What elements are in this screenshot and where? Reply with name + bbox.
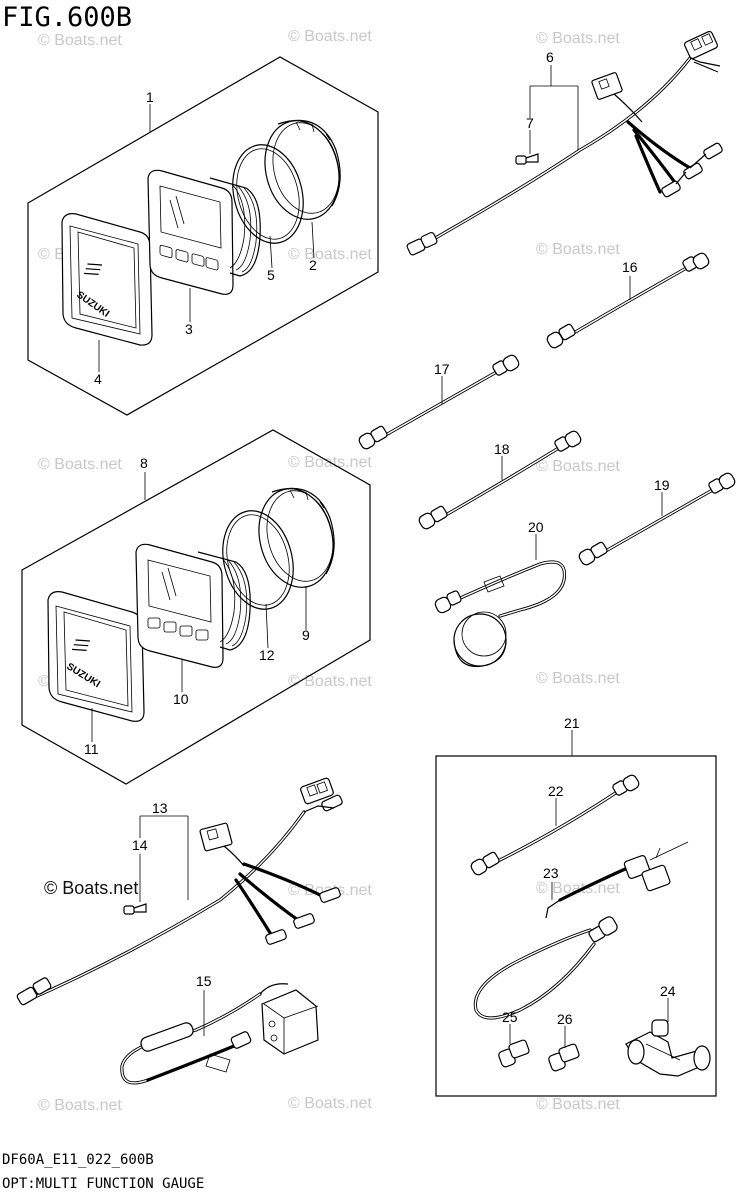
gauge-3 bbox=[147, 169, 261, 295]
callout-26: 26 bbox=[557, 1011, 573, 1027]
callout-2: 2 bbox=[309, 257, 317, 273]
watermark: © Boats.net bbox=[288, 673, 372, 690]
callout-13: 13 bbox=[152, 800, 168, 816]
watermark: © Boats.net bbox=[38, 1097, 122, 1114]
t-connector-24 bbox=[625, 1019, 711, 1077]
wiring-harness-6 bbox=[406, 30, 723, 256]
callout-7: 7 bbox=[526, 115, 534, 131]
callout-8: 8 bbox=[140, 455, 148, 471]
callout-14: 14 bbox=[132, 837, 148, 853]
extension-cable-22 bbox=[470, 774, 640, 876]
extension-cable-18 bbox=[418, 430, 582, 530]
o-ring-5 bbox=[232, 144, 304, 244]
lock-nut-9 bbox=[258, 487, 335, 588]
watermark: © Boats.net bbox=[536, 241, 620, 258]
watermark: © Boats.net bbox=[536, 30, 620, 47]
figure-title: FIG.600B bbox=[2, 2, 133, 33]
callout-19: 19 bbox=[654, 477, 670, 493]
callout-3: 3 bbox=[185, 321, 193, 337]
gauge-10 bbox=[135, 543, 251, 668]
watermark: © Boats.net bbox=[288, 246, 372, 263]
callout-10: 10 bbox=[173, 691, 189, 707]
sensor-puck-20 bbox=[434, 560, 567, 668]
watermark: © Boats.net bbox=[38, 32, 122, 49]
watermark: © Boats.net bbox=[38, 456, 122, 473]
callout-numbers: 1 2 3 4 5 6 7 8 9 10 11 12 13 14 15 16 1… bbox=[84, 49, 676, 1027]
extension-cable-17 bbox=[358, 354, 520, 450]
callout-1: 1 bbox=[146, 89, 154, 105]
callout-22: 22 bbox=[548, 783, 564, 799]
callout-6: 6 bbox=[546, 49, 554, 65]
watermark: © Boats.net bbox=[288, 1095, 372, 1112]
callout-21: 21 bbox=[564, 715, 580, 731]
callout-25: 25 bbox=[502, 1009, 518, 1025]
figure-caption: OPT:MULTI FUNCTION GAUGE bbox=[2, 1176, 205, 1192]
callout-18: 18 bbox=[494, 441, 510, 457]
extension-cable-19 bbox=[578, 472, 736, 566]
callout-9: 9 bbox=[302, 627, 310, 643]
screw-14 bbox=[123, 903, 147, 915]
bezel-cover-11: SUZUKI bbox=[47, 591, 145, 722]
callout-17: 17 bbox=[434, 361, 450, 377]
callout-4: 4 bbox=[94, 371, 102, 387]
screw-7 bbox=[515, 153, 539, 165]
backbone-cable-23 bbox=[473, 841, 689, 1020]
callout-15: 15 bbox=[196, 973, 212, 989]
bezel-cover-4: SUZUKI bbox=[61, 213, 153, 346]
extension-cable-16 bbox=[546, 252, 710, 349]
terminator-25 bbox=[498, 1039, 530, 1068]
watermark: © Boats.net bbox=[536, 1096, 620, 1113]
watermark: © Boats.net bbox=[536, 670, 620, 687]
gauge-kit-lower: SUZUKI bbox=[21, 429, 371, 785]
callout-24: 24 bbox=[660, 983, 676, 999]
kit-box-21 bbox=[435, 755, 717, 1097]
watermark: © Boats.net bbox=[536, 880, 620, 897]
watermark-dark: © Boats.net bbox=[44, 878, 139, 898]
callout-16: 16 bbox=[622, 259, 638, 275]
kit-box-8 bbox=[21, 429, 371, 785]
watermark: © Boats.net bbox=[536, 458, 620, 475]
terminator-26 bbox=[548, 1043, 580, 1072]
lock-nut-2 bbox=[264, 119, 341, 220]
callout-20: 20 bbox=[528, 519, 544, 535]
wiring-harness-13 bbox=[16, 777, 343, 1006]
gauge-kit-upper: SUZUKI bbox=[27, 56, 379, 416]
callout-11: 11 bbox=[84, 741, 99, 757]
callout-23: 23 bbox=[543, 865, 559, 881]
drawing-code: DF60A_E11_022_600B bbox=[2, 1152, 154, 1168]
kit-box-1 bbox=[27, 56, 379, 416]
leader-lines bbox=[91, 65, 669, 1048]
watermark: © Boats.net bbox=[288, 28, 372, 45]
callout-5: 5 bbox=[267, 267, 275, 283]
o-ring-12 bbox=[222, 510, 294, 610]
callout-12: 12 bbox=[259, 647, 275, 663]
harness-with-sensor-15 bbox=[120, 983, 319, 1085]
